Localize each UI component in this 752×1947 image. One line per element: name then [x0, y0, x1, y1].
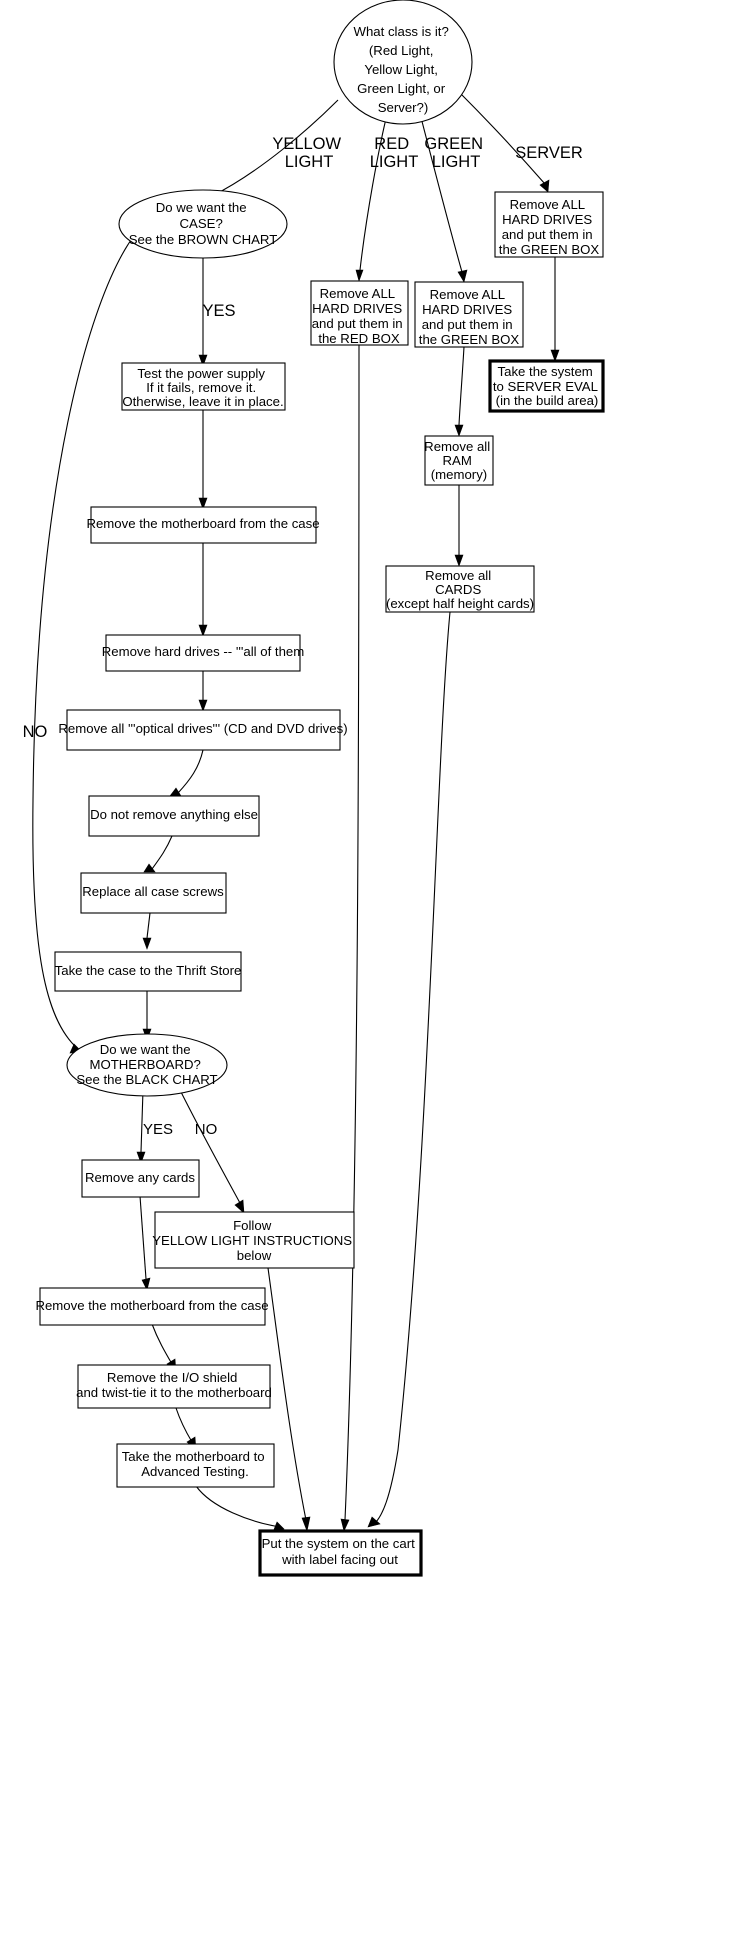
node-label-remove-motherboard-from-case-1: Remove the motherboard from the case [86, 516, 319, 531]
node-label-test-the-power-supply: Test the power supply If it fails, remov… [122, 366, 283, 409]
node-label-take-motherboard-to-advanced-testing: Take the motherboard to Advanced Testing… [122, 1449, 269, 1479]
node-label-remove-io-shield: Remove the I/O shield and twist-tie it t… [76, 1370, 272, 1400]
arrowhead-screws-to-thrift [142, 937, 152, 950]
edge-label-mobo-yes: YES [143, 1121, 173, 1138]
arrowhead-start-to-server-hdd [539, 179, 550, 193]
edge-start-to-server-hdd [459, 92, 546, 185]
node-take-case-to-thrift-store[interactable]: Take the case to the Thrift Store [54, 951, 242, 992]
edge-case-no-to-mobo [32, 239, 132, 1050]
node-remove-all-hard-drives-green-box[interactable]: Remove ALL HARD DRIVES and put them in t… [414, 281, 524, 348]
edge-optical-to-nothing [177, 749, 204, 794]
node-do-we-want-the-motherboard[interactable]: Do we want the MOTHERBOARD? See the BLAC… [66, 1033, 228, 1097]
arrowhead-mobo-no-to-follow-yellow [234, 1199, 245, 1214]
edge-start-to-case [211, 99, 339, 197]
node-test-the-power-supply[interactable]: Test the power supply If it fails, remov… [121, 362, 286, 411]
node-label-remove-all-ram: Remove all RAM (memory) [424, 439, 494, 482]
edge-label-yellow-light: YELLOW LIGHT [272, 135, 345, 171]
node-label-remove-any-cards: Remove any cards [85, 1170, 195, 1185]
node-do-not-remove-anything-else[interactable]: Do not remove anything else [88, 795, 260, 837]
arrowhead-cards-gl-to-cart [367, 1516, 381, 1528]
node-label-take-case-to-thrift-store: Take the case to the Thrift Store [55, 963, 242, 978]
edge-label-green-light: GREEN LIGHT [424, 135, 487, 171]
arrowhead-mobo1-to-hdd [198, 624, 208, 637]
arrowhead-ram-to-cards [454, 554, 464, 567]
node-remove-any-cards[interactable]: Remove any cards [81, 1159, 200, 1198]
node-remove-all-optical-drives[interactable]: Remove all '''optical drives''' (CD and … [58, 709, 348, 751]
arrowhead-nothing-to-screws [143, 863, 156, 873]
node-label-take-system-to-server-eval: Take the system to SERVER EVAL (in the b… [493, 364, 601, 408]
node-label-remove-all-hard-drives-green-box: Remove ALL HARD DRIVES and put them in t… [419, 287, 520, 347]
edge-nothing-to-screws [151, 835, 173, 870]
node-label-remove-all-cards: Remove all CARDS (except half height car… [386, 568, 534, 611]
node-do-we-want-the-case[interactable]: Do we want the CASE? See the BROWN CHART [118, 189, 288, 259]
node-label-do-we-want-the-case: Do we want the CASE? See the BROWN CHART [129, 200, 278, 247]
node-remove-hard-drives-all-of-them[interactable]: Remove hard drives -- '''all of them [102, 634, 305, 672]
node-remove-all-hard-drives-red-box[interactable]: Remove ALL HARD DRIVES and put them in t… [310, 280, 409, 346]
node-remove-all-ram[interactable]: Remove all RAM (memory) [424, 435, 494, 486]
node-put-system-on-cart[interactable]: Put the system on the cart with label fa… [258, 1529, 423, 1577]
edge-follow-yellow-to-cart [267, 1267, 307, 1521]
node-label-server-remove-all-hard-drives: Remove ALL HARD DRIVES and put them in t… [499, 197, 600, 257]
edge-adv-testing-to-cart [195, 1485, 281, 1528]
arrowhead-case-yes-to-test-psu [198, 354, 208, 367]
edge-layer [32, 92, 560, 1533]
edge-io-shield-to-adv-testing [175, 1407, 193, 1443]
arrowhead-red-hdd-to-cart [340, 1518, 350, 1532]
node-what-class-is-it[interactable]: What class is it? (Red Light, Yellow Lig… [333, 0, 473, 125]
node-remove-all-cards[interactable]: Remove all CARDS (except half height car… [385, 565, 535, 613]
node-label-what-class-is-it: What class is it? (Red Light, Yellow Lig… [354, 24, 453, 115]
arrowhead-psu-to-mobo1 [198, 497, 208, 510]
edge-screws-to-thrift [146, 912, 151, 939]
arrowhead-cards-to-mobo2 [141, 1277, 151, 1291]
edge-green-hdd-to-ram [458, 346, 465, 426]
node-follow-yellow-light-instructions[interactable]: Follow YELLOW LIGHT INSTRUCTIONS below [152, 1211, 355, 1269]
node-remove-motherboard-from-case-1[interactable]: Remove the motherboard from the case [86, 506, 320, 544]
arrowhead-server-hdd-to-eval [550, 349, 560, 362]
node-label-remove-all-hard-drives-red-box: Remove ALL HARD DRIVES and put them in t… [312, 286, 407, 346]
node-remove-motherboard-from-case-2[interactable]: Remove the motherboard from the case [35, 1287, 269, 1326]
arrowhead-follow-yellow-to-cart [301, 1516, 311, 1533]
node-label-do-we-want-the-motherboard: Do we want the MOTHERBOARD? See the BLAC… [76, 1042, 217, 1087]
node-remove-io-shield[interactable]: Remove the I/O shield and twist-tie it t… [76, 1364, 272, 1409]
edge-mobo-yes-to-cards [140, 1089, 144, 1153]
node-label-do-not-remove-anything-else: Do not remove anything else [90, 807, 258, 822]
edge-mobo-no-to-follow-yellow [179, 1089, 241, 1204]
edge-label-server: SERVER [515, 144, 583, 162]
node-take-motherboard-to-advanced-testing[interactable]: Take the motherboard to Advanced Testing… [116, 1443, 275, 1488]
arrowhead-mobo-yes-to-cards [136, 1151, 146, 1164]
node-server-remove-all-hard-drives[interactable]: Remove ALL HARD DRIVES and put them in t… [494, 191, 604, 258]
node-label-replace-all-case-screws: Replace all case screws [82, 884, 224, 899]
edge-start-to-red-hdd [359, 105, 390, 271]
edge-label-mobo-no: NO [195, 1121, 218, 1138]
edge-label-case-no: NO [23, 723, 48, 741]
node-label-remove-all-optical-drives: Remove all '''optical drives''' (CD and … [58, 721, 347, 736]
edge-mobo2-to-io-shield [151, 1323, 173, 1365]
node-label-follow-yellow-light-instructions: Follow YELLOW LIGHT INSTRUCTIONS below [152, 1218, 355, 1263]
edge-cards-to-mobo2 [139, 1195, 147, 1280]
node-label-put-system-on-cart: Put the system on the cart with label fa… [262, 1536, 419, 1567]
node-take-system-to-server-eval[interactable]: Take the system to SERVER EVAL (in the b… [488, 359, 605, 413]
edge-label-red-light: RED LIGHT [370, 135, 419, 171]
arrowhead-hdd-to-optical [198, 699, 208, 712]
edge-label-case-yes: YES [202, 302, 235, 320]
node-replace-all-case-screws[interactable]: Replace all case screws [80, 872, 227, 914]
edge-start-to-green-hdd [417, 105, 463, 273]
node-label-remove-hard-drives-all-of-them: Remove hard drives -- '''all of them [102, 644, 305, 659]
edge-label-layer: YELLOW LIGHT RED LIGHT GREEN LIGHT SERVE… [23, 135, 583, 1138]
arrowhead-start-to-red-hdd [355, 269, 364, 282]
edge-cards-gl-to-cart [375, 611, 451, 1523]
arrowhead-green-hdd-to-ram [454, 424, 464, 437]
node-label-remove-motherboard-from-case-2: Remove the motherboard from the case [35, 1298, 268, 1313]
arrowhead-start-to-green-hdd [457, 269, 468, 283]
edge-red-hdd-to-cart [344, 344, 360, 1521]
